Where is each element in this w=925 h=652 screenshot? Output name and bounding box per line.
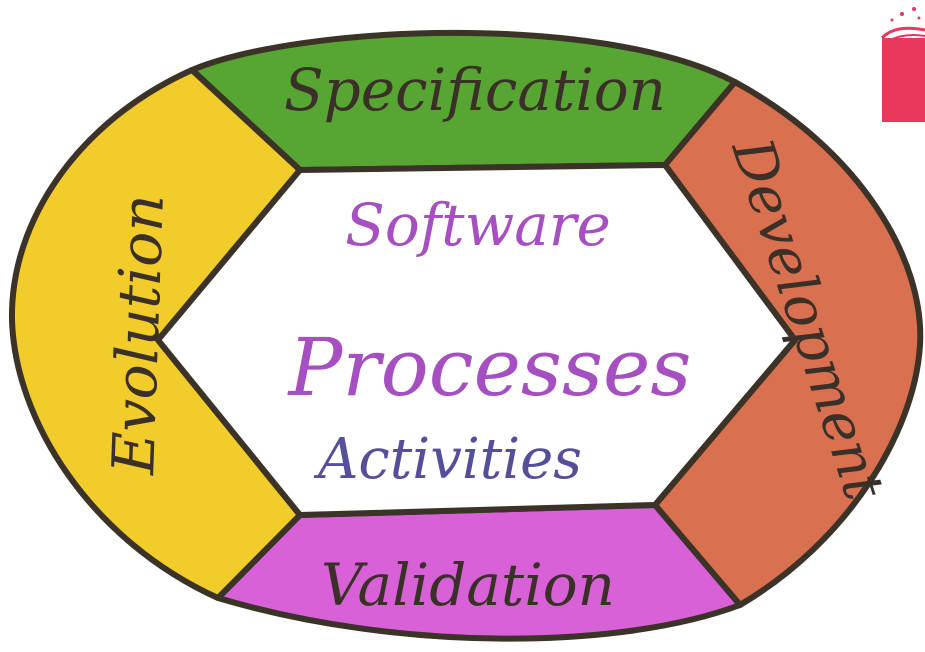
segment-evolution [8, 67, 303, 601]
segment-validation [215, 502, 743, 642]
segment-specification [189, 29, 738, 173]
book-logo-icon [880, 7, 925, 122]
center-title-software: Software [345, 191, 611, 259]
segment-development [652, 79, 924, 608]
label-evolution: Evolution [99, 193, 177, 476]
center-hexagon [155, 162, 798, 518]
label-validation: Validation [321, 551, 615, 619]
label-specification: Specification [284, 56, 666, 124]
center-title-processes: Processes [287, 321, 692, 414]
center-subtitle-activities: Activities [313, 427, 582, 492]
